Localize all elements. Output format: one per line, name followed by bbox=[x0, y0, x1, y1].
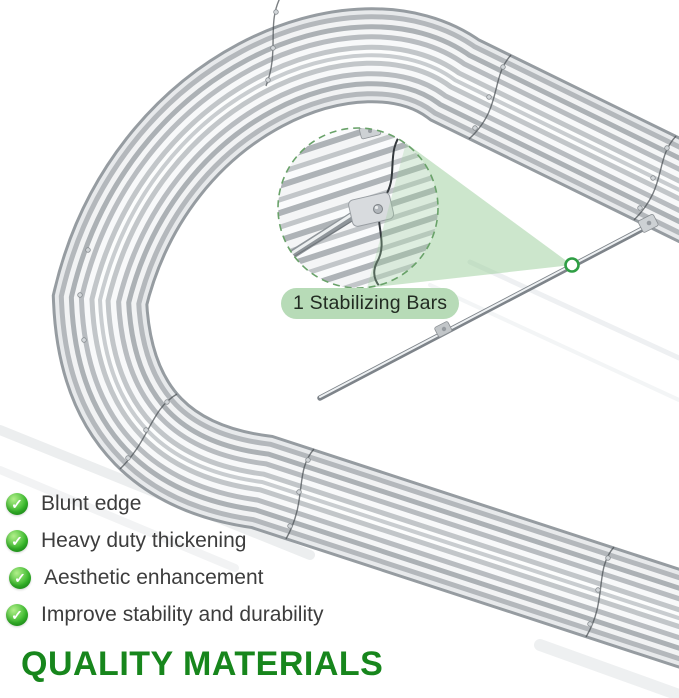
list-item: ✓ Improve stability and durability bbox=[6, 603, 323, 627]
lens-bar bbox=[283, 209, 361, 262]
seam-bolts bbox=[77, 9, 670, 627]
bar-wall-bracket bbox=[637, 213, 659, 233]
list-item: ✓ Aesthetic enhancement bbox=[9, 566, 323, 590]
magnifier-circle bbox=[277, 127, 439, 289]
stabilizing-bars-badge: 1 Stabilizing Bars bbox=[281, 288, 460, 319]
check-icon: ✓ bbox=[6, 530, 28, 552]
feature-label: Blunt edge bbox=[41, 492, 142, 515]
lens-green-tint bbox=[367, 143, 438, 288]
lens-bracket bbox=[348, 192, 395, 227]
list-item: ✓ Heavy duty thickening bbox=[6, 529, 323, 553]
check-icon: ✓ bbox=[6, 493, 28, 515]
feature-label: Heavy duty thickening bbox=[41, 529, 247, 552]
check-icon: ✓ bbox=[9, 567, 31, 589]
stabilizing-bar bbox=[317, 213, 659, 401]
list-item: ✓ Blunt edge bbox=[6, 492, 323, 516]
feature-label: Improve stability and durability bbox=[41, 603, 324, 626]
feature-label: Aesthetic enhancement bbox=[44, 566, 264, 589]
connection-point-marker bbox=[564, 257, 580, 273]
feature-checklist: ✓ Blunt edge ✓ Heavy duty thickening ✓ A… bbox=[6, 492, 323, 640]
check-icon: ✓ bbox=[6, 604, 28, 626]
page-title: QUALITY MATERIALS bbox=[21, 645, 384, 683]
lens-panel-seam bbox=[373, 129, 405, 288]
bar-joint-bracket bbox=[434, 321, 453, 338]
